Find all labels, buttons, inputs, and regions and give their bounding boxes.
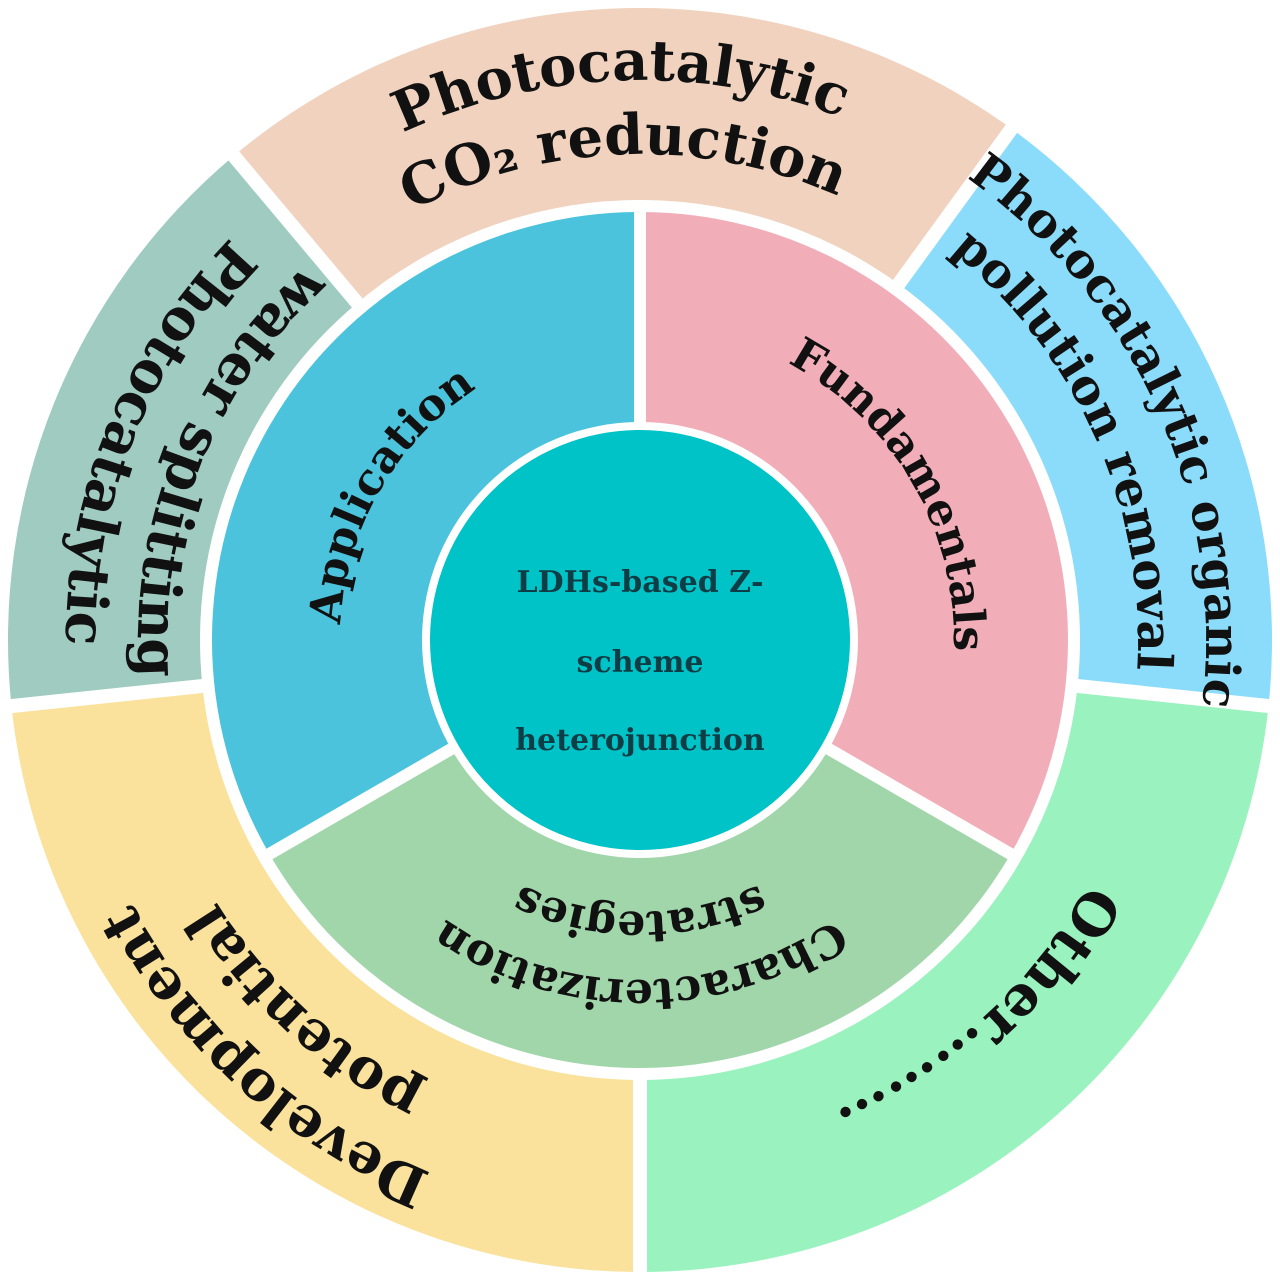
outer-segment-development	[11, 685, 641, 1272]
segment-divider	[225, 148, 366, 311]
segment-divider	[890, 121, 1020, 292]
outer-ring	[6, 7, 1274, 1276]
segment-divider	[6, 678, 208, 714]
segment-divider	[264, 737, 466, 861]
center-label-line1: LDHs-based Z-	[517, 565, 764, 600]
outer-segment-co2	[233, 7, 1012, 303]
outer-segment-water	[7, 155, 358, 707]
middle-segment-application	[211, 212, 640, 854]
middle-segment-fundamentals	[640, 212, 1068, 854]
outer-segment-other	[640, 685, 1269, 1273]
segment-divider	[814, 737, 1016, 861]
segment-divider	[1072, 678, 1274, 714]
center-label-line2: scheme	[577, 645, 704, 680]
middle-segment-characterization	[269, 742, 1011, 1068]
outer-segment-organic	[898, 128, 1272, 707]
center-labels: LDHs-based Z- scheme heterojunction	[515, 565, 765, 758]
center-disc	[430, 430, 850, 850]
center-label-line3: heterojunction	[515, 723, 765, 758]
